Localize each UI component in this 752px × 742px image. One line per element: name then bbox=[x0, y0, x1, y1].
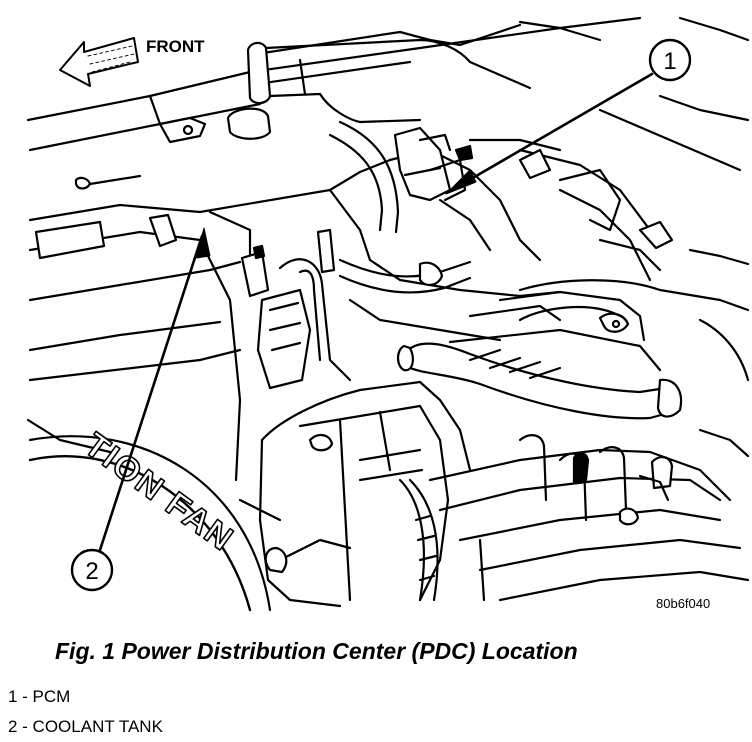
front-arrow-icon bbox=[59, 37, 139, 87]
front-label: FRONT bbox=[146, 37, 205, 56]
callout-2-circle bbox=[70, 548, 114, 592]
fan-shroud-label: TION FAN bbox=[77, 426, 241, 559]
callout-2: 2 bbox=[70, 227, 211, 592]
sensor-module bbox=[240, 244, 312, 390]
coolant-hose bbox=[278, 120, 472, 382]
legend-item-pcm: 1 - PCM bbox=[8, 687, 71, 706]
callout-1: 1 bbox=[445, 38, 692, 195]
fender-details bbox=[518, 148, 750, 458]
hood-panel bbox=[26, 16, 750, 172]
pcm-connector bbox=[393, 126, 474, 202]
figure-caption: Fig. 1 Power Distribution Center (PDC) L… bbox=[55, 638, 578, 664]
engine-block bbox=[258, 380, 472, 608]
part-code-label: 80b6f040 bbox=[656, 596, 710, 611]
callout-1-circle bbox=[648, 38, 692, 82]
fan-shroud bbox=[28, 435, 272, 612]
wiring-harness bbox=[238, 478, 439, 602]
legend-list: 1 - PCM 2 - COOLANT TANK bbox=[8, 682, 163, 742]
legend-item-coolant-tank: 2 - COOLANT TANK bbox=[8, 717, 163, 736]
callout-1-number: 1 bbox=[663, 48, 676, 75]
mount-bracket bbox=[74, 107, 272, 190]
battery-box bbox=[26, 158, 392, 482]
callout-2-number: 2 bbox=[85, 558, 98, 585]
engine-bay-illustration: FRONT bbox=[26, 16, 750, 612]
fuel-rail bbox=[428, 434, 750, 602]
throttle-body bbox=[448, 279, 750, 380]
upper-radiator-hose bbox=[396, 342, 683, 420]
intake-tube bbox=[246, 38, 532, 124]
